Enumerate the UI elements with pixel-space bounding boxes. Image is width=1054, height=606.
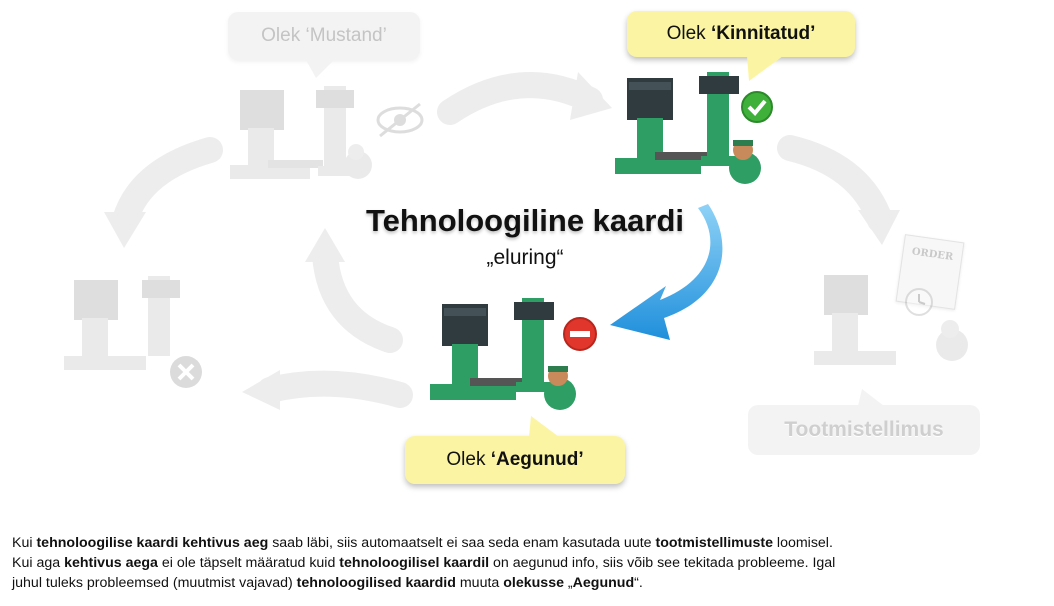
callout-aegunud: Olek ‘Aegunud’ xyxy=(405,416,625,484)
machine-icon xyxy=(615,72,761,184)
callout-mustand-state: ‘Mustand’ xyxy=(305,25,387,46)
text: on aegunud info, siis võib see tekitada … xyxy=(489,555,836,571)
machine-icon xyxy=(814,275,968,365)
text: loomisel. xyxy=(772,535,833,551)
text: Kui xyxy=(12,535,37,551)
machine-group-order xyxy=(812,235,992,385)
x-icon xyxy=(170,356,202,388)
text: juhul tuleks probleemsed (muutmist vajav… xyxy=(12,575,297,591)
eye-slash-icon xyxy=(376,102,424,138)
text: muuta xyxy=(455,575,504,591)
order-document-text: ORDER xyxy=(911,246,954,264)
text: Kui aga xyxy=(12,555,65,571)
callout-kinnitatud-prefix: Olek xyxy=(666,23,711,44)
callout-aegunud-prefix: Olek xyxy=(446,449,491,470)
arrow-aegunud-to-suletud xyxy=(257,370,413,408)
text: “. xyxy=(634,575,643,591)
arrow-kinnitatud-to-order xyxy=(777,135,893,233)
callout-aegunud-state: ‘Aegunud’ xyxy=(490,449,584,470)
order-label: Tootmistellimus xyxy=(748,389,980,455)
emphasis: tootmistellimuste xyxy=(655,535,773,551)
emphasis: tehnoloogilised kaardid xyxy=(296,575,456,591)
arrow-aegunud-to-mustand xyxy=(312,242,403,353)
text: ei ole täpselt määratud kuid xyxy=(157,555,340,571)
text: „ xyxy=(563,575,573,591)
machine-group-suletud xyxy=(62,268,222,388)
check-icon xyxy=(741,91,773,123)
description-line-1: Kui tehnoloogilise kaardi kehtivus aeg s… xyxy=(12,533,1042,553)
text: saab läbi, siis automaatselt ei saa seda… xyxy=(268,535,656,551)
clock-icon xyxy=(905,288,933,316)
diagram-subtitle: „eluring“ xyxy=(486,246,564,269)
description-line-3: juhul tuleks probleemsed (muutmist vajav… xyxy=(12,573,1042,593)
callout-kinnitatud-state: ‘Kinnitatud’ xyxy=(710,23,816,44)
machine-icon xyxy=(64,276,180,370)
description: Kui tehnoloogilise kaardi kehtivus aeg s… xyxy=(12,533,1042,593)
blue-arrow xyxy=(610,204,723,340)
machine-group-aegunud xyxy=(430,296,600,416)
emphasis: olekusse xyxy=(503,575,564,591)
emphasis: kehtivus aega xyxy=(64,555,158,571)
arrow-mustand-to-kinnitatud xyxy=(437,72,603,125)
callout-mustand-prefix: Olek xyxy=(261,25,306,46)
cycle-arrows xyxy=(104,72,900,410)
callout-kinnitatud: Olek ‘Kinnitatud’ xyxy=(627,11,855,81)
emphasis: Aegunud xyxy=(572,575,635,591)
machine-icon xyxy=(230,86,372,179)
emphasis: tehnoloogilise kaardi kehtivus aeg xyxy=(36,535,269,551)
description-line-2: Kui aga kehtivus aega ei ole täpselt mää… xyxy=(12,553,1042,573)
machine-icon xyxy=(430,298,576,410)
diagram-title: Tehnoloogiline kaardi xyxy=(365,203,685,238)
minus-icon xyxy=(563,317,597,351)
machine-group-kinnitatud xyxy=(615,70,785,190)
order-label-text: Tootmistellimus xyxy=(784,418,944,441)
arrow-mustand-to-suletud xyxy=(112,137,223,233)
emphasis: tehnoloogilisel kaardil xyxy=(339,555,490,571)
machine-group-mustand xyxy=(228,80,428,195)
callout-mustand: Olek ‘Mustand’ xyxy=(228,12,420,78)
